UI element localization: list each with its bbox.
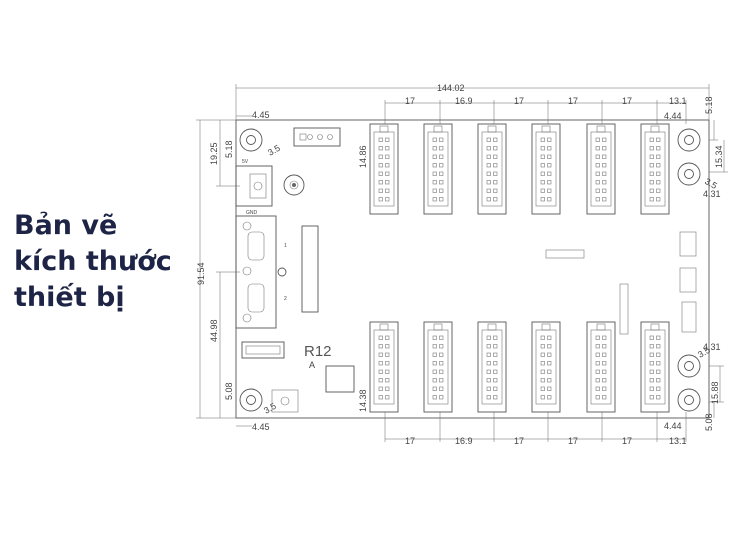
power-jack bbox=[235, 165, 273, 207]
dim-right-offset-top: 4.44 bbox=[664, 111, 682, 121]
bottom-spacing-dimension: 17 16.9 17 17 17 13.1 bbox=[384, 412, 687, 446]
mounting-hole-right-lower bbox=[677, 354, 701, 378]
dim-connector-top-h: 14.86 bbox=[358, 145, 368, 168]
mounting-hole-bottom-right bbox=[677, 388, 701, 412]
dim-top-3: 17 bbox=[514, 96, 524, 106]
top-total-dimension: 144.02 bbox=[235, 83, 710, 120]
idc-connector-bottom-5 bbox=[586, 321, 616, 413]
dim-hole-offset-x-bottom: 4.45 bbox=[252, 422, 270, 432]
top-spacing-dimension: 17 16.9 17 17 17 13.1 bbox=[384, 96, 687, 124]
top-small-header bbox=[293, 127, 341, 147]
title-line-2: kích thước bbox=[14, 246, 172, 277]
dim-top-1: 17 bbox=[405, 96, 415, 106]
dim-hole-offset-x-top: 4.45 bbox=[252, 110, 270, 120]
dim-hole-dia-top-left: 3.5 bbox=[266, 143, 282, 158]
dim-bottom-3: 17 bbox=[514, 436, 524, 446]
dim-total-width: 144.02 bbox=[437, 83, 465, 93]
idc-connector-bottom-3 bbox=[477, 321, 507, 413]
dim-right-mid-lower: 4.31 bbox=[703, 342, 721, 352]
idc-connector-bottom-1 bbox=[369, 321, 399, 413]
left-dimensions: 91.54 19.25 44.98 5.18 5.08 4.45 4.45 bbox=[196, 110, 270, 432]
test-point bbox=[277, 267, 287, 277]
dim-overall-height: 91.54 bbox=[196, 262, 206, 285]
label-gnd: GND bbox=[246, 210, 258, 216]
reset-button bbox=[271, 389, 299, 413]
idc-connector-top-6 bbox=[640, 123, 670, 215]
mounting-hole-bottom-left bbox=[239, 388, 263, 412]
dim-hole-offset-y-bottom: 5.08 bbox=[224, 382, 234, 400]
label-j1: 1 bbox=[284, 243, 287, 249]
chip bbox=[325, 365, 355, 393]
dim-hole-dia-bottom-left: 3.5 bbox=[262, 401, 278, 416]
idc-connector-top-2 bbox=[423, 123, 453, 215]
dim-right-bottom-y: 5.08 bbox=[704, 413, 714, 431]
mounting-hole-top-right bbox=[677, 128, 701, 152]
center-small-header bbox=[545, 249, 585, 259]
dim-bottom-2: 16.9 bbox=[455, 436, 473, 446]
dim-right-top-y: 5.18 bbox=[704, 96, 714, 114]
right-side-headers bbox=[619, 231, 697, 335]
dim-bottom-6: 13.1 bbox=[669, 436, 687, 446]
idc-connector-bottom-6 bbox=[640, 321, 670, 413]
mid-header-2x10 bbox=[301, 225, 319, 313]
idc-connector-top-1 bbox=[369, 123, 399, 215]
label-j2: 2 bbox=[284, 296, 287, 302]
right-dimensions: 4.44 4.44 5.18 15.34 4.31 4.31 15.88 5.0… bbox=[664, 96, 728, 431]
title-line-1: Bản vẽ bbox=[14, 210, 118, 241]
dim-right-mid-upper: 4.31 bbox=[703, 189, 721, 199]
dim-connector-bottom-h: 14.38 bbox=[358, 389, 368, 412]
mounting-hole-top-left bbox=[239, 128, 263, 152]
dim-top-5: 17 bbox=[622, 96, 632, 106]
label-5v: 5V bbox=[242, 159, 249, 165]
idc-connector-top-3 bbox=[477, 123, 507, 215]
dim-right-lower: 15.88 bbox=[710, 381, 720, 404]
dim-left-lower: 44.98 bbox=[209, 319, 219, 342]
dim-right-offset-bottom: 4.44 bbox=[664, 421, 682, 431]
dim-bottom-4: 17 bbox=[568, 436, 578, 446]
dim-bottom-1: 17 bbox=[405, 436, 415, 446]
dim-top-6: 13.1 bbox=[669, 96, 687, 106]
dim-left-top: 19.25 bbox=[209, 142, 219, 165]
dim-top-4: 17 bbox=[568, 96, 578, 106]
mounting-hole-right-upper bbox=[677, 162, 701, 186]
potentiometer bbox=[283, 174, 305, 196]
dim-right-upper: 15.34 bbox=[714, 145, 724, 168]
db-connector-block bbox=[235, 215, 277, 329]
board-sublabel: A bbox=[309, 360, 315, 370]
mounting-holes bbox=[239, 128, 701, 412]
idc-connector-bottom-2 bbox=[423, 321, 453, 413]
dim-hole-offset-y-top: 5.18 bbox=[224, 140, 234, 158]
idc-connector-top-5 bbox=[586, 123, 616, 215]
board-label: R12 bbox=[304, 343, 332, 360]
title-line-3: thiết bị bbox=[14, 282, 125, 313]
board-outline bbox=[235, 119, 710, 419]
bottom-left-header bbox=[241, 341, 285, 359]
idc-connector-bottom-4 bbox=[531, 321, 561, 413]
title-block: Bản vẽ kích thước thiết bị bbox=[14, 208, 204, 316]
dim-top-2: 16.9 bbox=[455, 96, 473, 106]
dim-bottom-5: 17 bbox=[622, 436, 632, 446]
idc-connectors bbox=[369, 123, 670, 413]
idc-connector-top-4 bbox=[531, 123, 561, 215]
